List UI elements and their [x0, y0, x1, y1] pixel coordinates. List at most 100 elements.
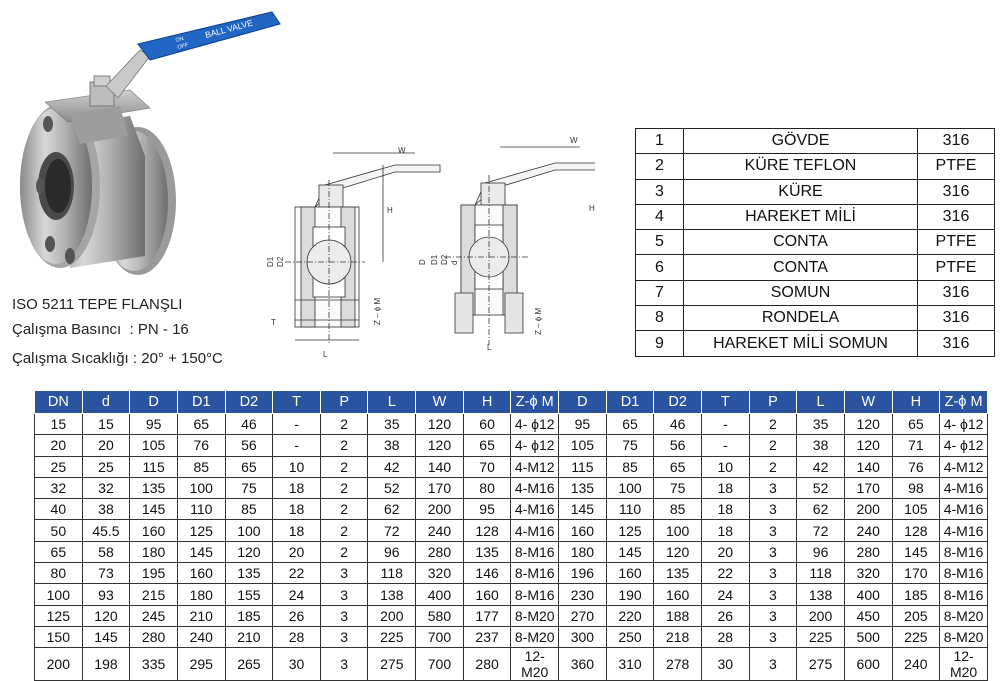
- table-cell: 58: [81, 540, 131, 564]
- part-number: 4: [635, 203, 684, 231]
- part-number: 6: [635, 254, 684, 281]
- table-cell: 3: [748, 562, 798, 585]
- table-cell: 278: [653, 647, 702, 681]
- table-cell: 160: [462, 583, 512, 606]
- table-cell: 185: [891, 583, 941, 606]
- table-cell: 65: [462, 434, 512, 457]
- specs-title: ISO 5211 TEPE FLANŞLI: [12, 296, 183, 313]
- table-cell: 30: [700, 647, 750, 681]
- table-cell: 115: [129, 455, 178, 478]
- table-cell: 215: [129, 583, 178, 606]
- table-cell: 18: [700, 519, 750, 542]
- table-cell: 500: [843, 625, 893, 649]
- table-cell: 128: [462, 519, 512, 542]
- dim-h-right: H: [589, 204, 595, 213]
- table-cell: 65: [176, 412, 226, 436]
- table-cell: 75: [605, 434, 655, 457]
- table-cell: 275: [367, 647, 417, 681]
- table-cell: 95: [462, 498, 512, 521]
- table-cell: 52: [367, 476, 417, 500]
- table-cell: 150: [34, 625, 83, 649]
- table-cell: 2: [319, 498, 369, 521]
- table-cell: 8-M16: [939, 583, 988, 606]
- table-cell: 98: [891, 476, 941, 500]
- table-cell: 210: [224, 625, 274, 649]
- table-cell: 3: [748, 604, 798, 627]
- table-cell: 225: [796, 625, 845, 649]
- table-cell: 18: [700, 476, 750, 500]
- dim-h-left: H: [387, 206, 393, 215]
- table-cell: 200: [34, 647, 83, 681]
- part-number: 7: [635, 279, 684, 307]
- table-cell: 4- ϕ12: [510, 434, 560, 457]
- table-cell: 76: [176, 434, 226, 457]
- table-cell: 2: [319, 540, 369, 564]
- table-cell: 100: [605, 476, 655, 500]
- table-cell: 4- ϕ12: [939, 434, 988, 457]
- table-cell: 56: [224, 434, 274, 457]
- valve-specs: ISO 5211 TEPE FLANŞLI Çalışma Basıncı : …: [12, 292, 223, 371]
- table-cell: 205: [891, 604, 941, 627]
- table-cell: 3: [748, 519, 798, 542]
- table-cell: 135: [462, 540, 512, 564]
- table-cell: 245: [129, 604, 178, 627]
- table-cell: 118: [367, 562, 417, 585]
- table-cell: 4- ϕ12: [939, 412, 988, 436]
- table-cell: 3: [748, 540, 798, 564]
- table-cell: 12-M20: [510, 647, 560, 681]
- table-cell: 24: [700, 583, 750, 606]
- table-cell: 8-M16: [510, 562, 560, 585]
- table-cell: -: [700, 434, 750, 457]
- table-cell: 42: [367, 455, 417, 478]
- table-cell: 160: [558, 519, 607, 542]
- dim-w-left: W: [398, 146, 406, 155]
- table-cell: 2: [319, 455, 369, 478]
- table-cell: 280: [129, 625, 178, 649]
- column-header: P: [319, 390, 369, 414]
- column-header: D1: [605, 390, 655, 414]
- table-cell: 190: [605, 583, 655, 606]
- table-cell: 18: [272, 519, 321, 542]
- table-cell: 85: [605, 455, 655, 478]
- table-cell: 20: [700, 540, 750, 564]
- column-header: W: [415, 390, 464, 414]
- table-cell: 310: [605, 647, 655, 681]
- table-cell: 95: [129, 412, 178, 436]
- table-cell: 8-M16: [939, 562, 988, 585]
- technical-drawing: W H D1 D2 Z – ϕ M L T W H D D1 D2 d Z – …: [266, 136, 595, 359]
- table-cell: 2: [319, 434, 369, 457]
- table-cell: 105: [891, 498, 941, 521]
- table-cell: 170: [843, 476, 893, 500]
- table-cell: 73: [81, 562, 131, 585]
- table-cell: 240: [415, 519, 464, 542]
- table-cell: 10: [700, 455, 750, 478]
- table-cell: 140: [415, 455, 464, 478]
- part-number: 8: [635, 305, 684, 332]
- table-cell: 170: [415, 476, 464, 500]
- pressure-row: Çalışma Basıncı : PN - 16: [12, 317, 223, 342]
- table-cell: 180: [176, 583, 226, 606]
- dim-dsmall-right: d: [450, 261, 459, 265]
- table-cell: 75: [653, 476, 702, 500]
- table-cell: 125: [176, 519, 226, 542]
- table-cell: 200: [367, 604, 417, 627]
- column-header: T: [272, 390, 321, 414]
- part-number: 3: [635, 178, 684, 205]
- table-cell: 8-M16: [510, 540, 560, 564]
- table-cell: 140: [843, 455, 893, 478]
- column-header: D2: [224, 390, 274, 414]
- table-cell: 18: [272, 476, 321, 500]
- table-cell: 105: [558, 434, 607, 457]
- table-cell: 38: [367, 434, 417, 457]
- table-cell: 320: [415, 562, 464, 585]
- table-cell: 4-M12: [939, 455, 988, 478]
